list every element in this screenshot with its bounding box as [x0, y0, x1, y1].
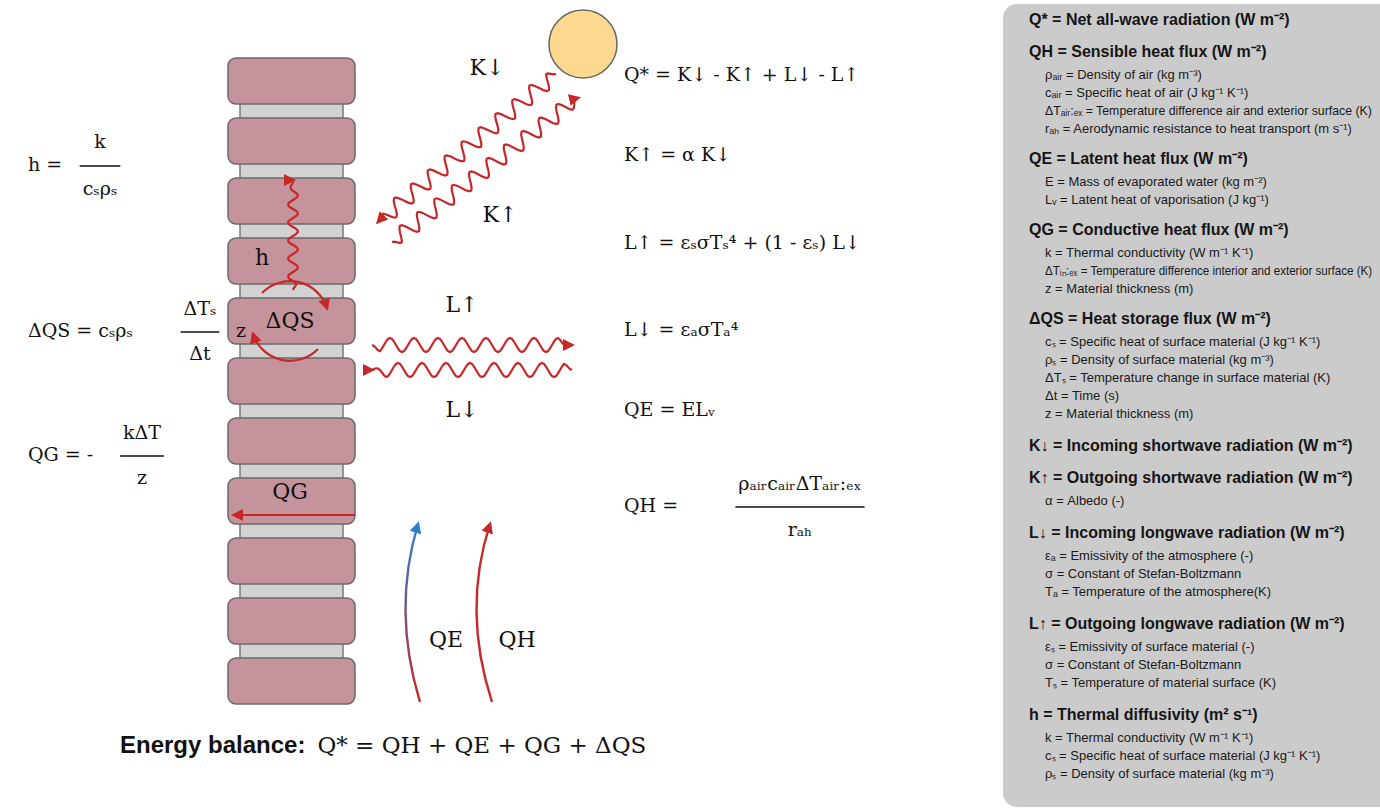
legend-entry: Tₐ = Temperature of the atmosphere(K) [1045, 585, 1271, 600]
legend-entry: ΔTₛ = Temperature change in surface mate… [1045, 371, 1330, 386]
legend-entry: Lᵥ = Latent heat of vaporisation (J kg⁻¹… [1045, 193, 1269, 208]
legend-panel: Q* = Net all-wave radiation (W m⁻²) QH = … [1003, 4, 1380, 807]
brick [228, 478, 355, 524]
legend-entry: εₛ = Emissivity of surface material (-) [1045, 640, 1255, 655]
legend-entry: ρₐᵢᵣ = Density of air (kg m⁻³) [1045, 68, 1202, 83]
legend-entry: α = Albedo (-) [1045, 494, 1124, 509]
legend-entry: Δt = Time (s) [1045, 389, 1119, 404]
legend-entry: E = Mass of evaporated water (kg m⁻²) [1045, 175, 1267, 190]
balance-heading: Energy balance: [120, 731, 305, 759]
balance-equation: Q* = QH + QE + QG + ΔQS [317, 732, 646, 758]
storage-arrow [262, 281, 327, 308]
legend-entry: ΔTᵢₙ:ₑₓ = Temperature difference interio… [1045, 264, 1372, 279]
equation: z [236, 320, 246, 342]
brick-wall [228, 58, 355, 704]
fraction-term: Δt [189, 343, 210, 365]
brick [228, 118, 355, 164]
legend-entry: εₐ = Emissivity of the atmosphere (-) [1045, 549, 1253, 564]
equation: QG = - [28, 444, 93, 466]
flux-symbol: QH [498, 627, 535, 652]
brick [228, 538, 355, 584]
legend-heading: L↓ = Incoming longwave radiation (W m⁻²) [1029, 524, 1345, 542]
equation: L↑ = εₛσTₛ⁴ + (1 - εₛ) L↓ [624, 232, 861, 254]
fraction-term: k [94, 131, 106, 153]
legend-entry: σ = Constant of Stefan-Boltzmann [1045, 567, 1241, 582]
legend-entry: cₛ = Specific heat of surface material (… [1045, 335, 1320, 350]
fraction-term: ΔTₛ [184, 298, 217, 320]
conduction-arrow [234, 514, 355, 516]
legend-heading: h = Thermal diffusivity (m² s⁻¹) [1029, 706, 1258, 724]
fraction-line [181, 331, 220, 332]
equation: ΔQS = cₛρₛ [28, 320, 133, 342]
sun [549, 10, 617, 78]
fraction-term: kΔT [123, 422, 161, 444]
fraction-term: z [137, 467, 147, 489]
flux-symbol: K↑ [483, 202, 518, 227]
legend-entry: ρₛ = Density of surface material (kg m⁻³… [1045, 353, 1274, 368]
flux-symbol: h [255, 245, 269, 270]
flux-symbol: ΔQS [266, 308, 315, 333]
legend-heading: K↓ = Incoming shortwave radiation (W m⁻²… [1029, 437, 1353, 455]
equation: h = [28, 154, 62, 176]
brick [228, 658, 355, 704]
brick [228, 418, 355, 464]
fraction-line [120, 455, 164, 456]
flux-symbol: L↑ [445, 292, 478, 317]
sensible-heat-arrow [476, 524, 492, 702]
legend-entry: k = Thermal conductivity (W m⁻¹ K⁻¹) [1045, 246, 1253, 261]
fraction-line [80, 165, 121, 166]
longwave-arrow [372, 338, 572, 352]
flux-symbol: QG [272, 479, 308, 504]
flux-symbol: L↓ [445, 397, 478, 422]
legend-entry: cₛ = Specific heat of surface material (… [1045, 749, 1320, 764]
longwave-arrow [372, 363, 572, 377]
flux-symbol: K↓ [470, 55, 505, 80]
legend-heading: QG = Conductive heat flux (W m⁻²) [1029, 221, 1289, 239]
legend-heading: Q* = Net all-wave radiation (W m⁻²) [1029, 11, 1290, 29]
radiation-arrows [288, 73, 578, 377]
legend-heading: L↑ = Outgoing longwave radiation (W m⁻²) [1029, 615, 1345, 633]
fraction-term: rₐₕ [788, 519, 813, 541]
legend-entry: ΔTₐᵢᵣ:ₑₓ = Temperature difference air an… [1045, 104, 1372, 119]
legend-heading: QH = Sensible heat flux (W m⁻²) [1029, 43, 1266, 61]
fraction-term: ρₐᵢᵣcₐᵢᵣΔTₐᵢᵣ:ₑₓ [738, 473, 861, 495]
diffusivity-arrow [288, 180, 298, 290]
latent-heat-arrow [405, 524, 420, 702]
flux-symbol: QE [429, 627, 463, 652]
brick [228, 358, 355, 404]
legend-entry: z = Material thickness (m) [1045, 407, 1193, 422]
legend-heading: ΔQS = Heat storage flux (W m⁻²) [1029, 310, 1271, 328]
fraction-line [735, 506, 864, 507]
fraction-term: cₛρₛ [83, 178, 118, 200]
equation: L↓ = εₐσTₐ⁴ [624, 319, 738, 341]
equation: K↑ = α K↓ [624, 144, 731, 166]
legend-entry: Tₛ = Temperature of material surface (K) [1045, 676, 1276, 691]
shortwave-arrow [378, 73, 556, 222]
legend-entry: rₐₕ = Aerodynamic resistance to heat tra… [1045, 122, 1352, 137]
legend-heading: QE = Latent heat flux (W m⁻²) [1029, 150, 1248, 168]
legend-entry: z = Material thickness (m) [1045, 282, 1193, 297]
legend-entry: k = Thermal conductivity (W m⁻¹ K⁻¹) [1045, 731, 1253, 746]
storage-arrow [253, 334, 318, 361]
legend-entry: cₐᵢᵣ = Specific heat of air (J kg⁻¹ K⁻¹) [1045, 86, 1248, 101]
equation: QH = [624, 495, 678, 517]
brick [228, 598, 355, 644]
fraction-lines [80, 166, 865, 507]
shortwave-arrow [392, 98, 578, 243]
brick [228, 298, 355, 344]
legend-entry: σ = Constant of Stefan-Boltzmann [1045, 658, 1241, 673]
equation: QE = ELᵥ [624, 399, 715, 421]
brick [228, 58, 355, 104]
legend-entry: ρₛ = Density of surface material (kg m⁻³… [1045, 767, 1274, 782]
equation: Q* = K↓ - K↑ + L↓ - L↑ [624, 64, 859, 86]
legend-heading: K↑ = Outgoing shortwave radiation (W m⁻²… [1029, 469, 1353, 487]
